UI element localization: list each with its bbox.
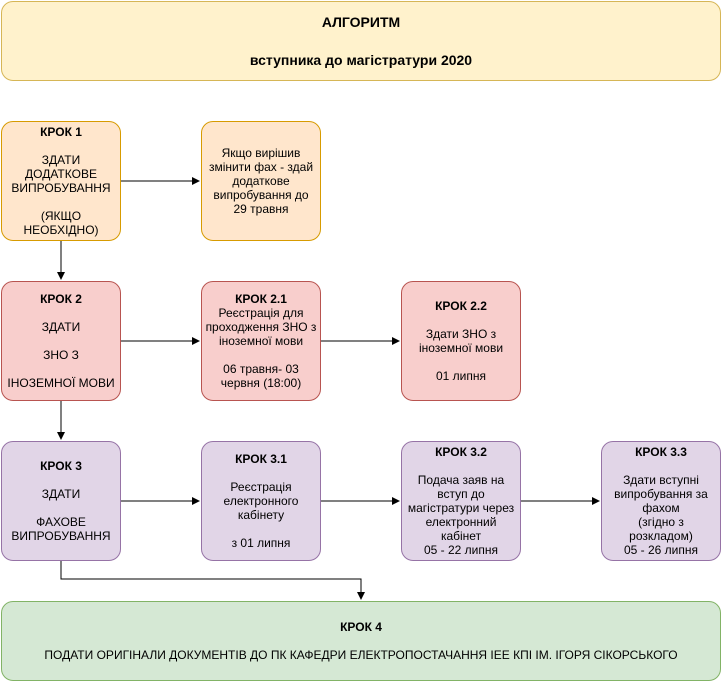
step3-2-line: вступ до — [437, 487, 485, 501]
step3-3-line: розкладом) — [629, 529, 693, 543]
step1-note-line: 29 травня — [233, 202, 289, 216]
step3-1-line: кабінету — [237, 508, 285, 522]
step3-2-title: КРОК 3.2 — [435, 445, 487, 459]
step3-3-line: Здати вступні — [623, 473, 699, 487]
step3-2-line: 05 - 22 липня — [423, 543, 499, 557]
step1-line: НЕОБХІДНО) — [23, 223, 99, 237]
step3-1-line: з 01 липня — [231, 536, 291, 550]
step1-line: ЗДАТИ — [41, 153, 81, 167]
step2-2-box: КРОК 2.2 Здати ЗНО з іноземної мови 01 л… — [401, 281, 521, 401]
step2-line: ЗНО З — [43, 348, 79, 362]
step3-2-line: магістратури через — [407, 501, 515, 515]
step3-1-line: Реєстрація — [230, 480, 292, 494]
step1-box: КРОК 1 ЗДАТИ ДОДАТКОВЕ ВИПРОБУВАННЯ (ЯКЩ… — [1, 121, 121, 241]
step1-line: (ЯКЩО — [40, 209, 82, 223]
step3-1-line: електронного — [223, 494, 299, 508]
step2-1-title: КРОК 2.1 — [235, 292, 287, 306]
step3-2-line: Подача заяв на — [417, 473, 505, 487]
step2-1-box: КРОК 2.1 Реєстрація для проходження ЗНО … — [201, 281, 321, 401]
step3-title: КРОК 3 — [40, 459, 82, 473]
step4-title: КРОК 4 — [340, 620, 382, 634]
step3-3-line: випробування за — [614, 487, 708, 501]
step2-box: КРОК 2 ЗДАТИ ЗНО З ІНОЗЕМНОЇ МОВИ — [1, 281, 121, 401]
step1-note-line: випробування до — [213, 188, 309, 202]
step2-2-title: КРОК 2.2 — [435, 299, 487, 313]
step2-1-line: іноземної мови — [218, 334, 304, 348]
step3-1-box: КРОК 3.1 Реєстрація електронного кабінет… — [201, 441, 321, 561]
step2-line: ЗДАТИ — [41, 320, 81, 334]
step1-note-line: змінити фах - здай — [208, 160, 314, 174]
arrow-step3-to-step4 — [60, 561, 365, 600]
step2-line: ІНОЗЕМНОЇ МОВИ — [7, 376, 115, 390]
step3-2-box: КРОК 3.2 Подача заяв на вступ до магістр… — [401, 441, 521, 561]
header-subtitle: вступника до магістратури 2020 — [249, 52, 473, 68]
step3-1-title: КРОК 3.1 — [235, 452, 287, 466]
step2-1-line: проходження ЗНО з — [205, 320, 317, 334]
step3-2-line: електронний — [425, 515, 497, 529]
step1-note-line: додаткове — [232, 174, 290, 188]
step3-3-box: КРОК 3.3 Здати вступні випробування за ф… — [601, 441, 721, 561]
step1-line: ДОДАТКОВЕ — [25, 167, 97, 181]
step1-title: КРОК 1 — [40, 125, 82, 139]
step3-3-line: фахом — [642, 501, 680, 515]
step2-2-line: 01 липня — [435, 369, 486, 383]
step1-note-line: Якщо вирішив — [221, 146, 301, 160]
step4-text: ПОДАТИ ОРИГІНАЛИ ДОКУМЕНТІВ ДО ПК КАФЕДР… — [44, 648, 678, 662]
step3-box: КРОК 3 ЗДАТИ ФАХОВЕ ВИПРОБУВАННЯ — [1, 441, 121, 561]
step2-2-line: Здати ЗНО з — [425, 327, 497, 341]
step3-line: ВИПРОБУВАННЯ — [11, 529, 111, 543]
step2-1-line: Реєстрація для — [218, 306, 304, 320]
step3-line: ЗДАТИ — [41, 487, 81, 501]
step2-1-line: 06 травня- 03 — [223, 362, 299, 376]
header-title: АЛГОРИТМ — [321, 14, 401, 30]
step4-box: КРОК 4 ПОДАТИ ОРИГІНАЛИ ДОКУМЕНТІВ ДО ПК… — [1, 601, 721, 681]
header-box: АЛГОРИТМ вступника до магістратури 2020 — [1, 1, 721, 81]
step1-line: ВИПРОБУВАННЯ — [11, 181, 111, 195]
step2-1-line: червня (18:00) — [220, 376, 302, 390]
step3-3-line: 05 - 26 липня — [623, 543, 699, 557]
step3-3-title: КРОК 3.3 — [635, 445, 687, 459]
step3-2-line: кабінет — [440, 529, 482, 543]
step1-note-box: Якщо вирішив змінити фах - здай додатков… — [201, 121, 321, 241]
step3-line: ФАХОВЕ — [36, 515, 86, 529]
step2-title: КРОК 2 — [40, 292, 82, 306]
step2-2-line: іноземної мови — [418, 341, 504, 355]
step3-3-line: (згідно з — [638, 515, 684, 529]
